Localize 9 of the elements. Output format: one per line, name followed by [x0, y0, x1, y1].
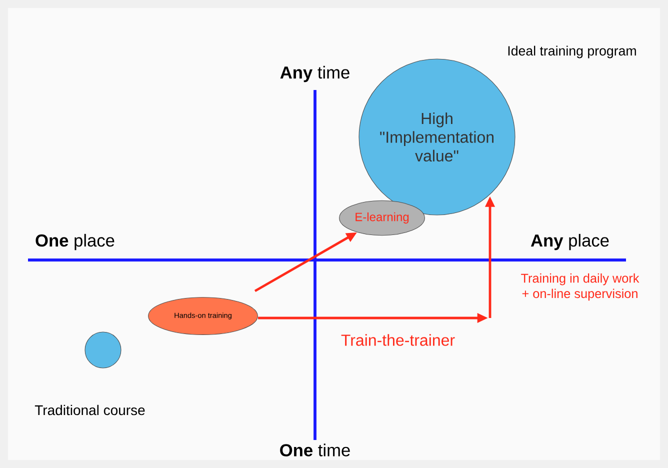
edge-label: Training in daily work + on-line supervision: [518, 272, 642, 302]
axis-label: One place: [34, 232, 116, 252]
axis-label: One time: [278, 442, 352, 458]
circle: [84, 332, 122, 368]
axis-label: Any time: [278, 64, 352, 84]
axis-label: Any place: [529, 232, 611, 252]
axis-label: Ideal training program: [506, 44, 638, 60]
edge-label: Train-the-trainer: [340, 332, 456, 348]
node-label: Traditional course: [34, 404, 145, 416]
